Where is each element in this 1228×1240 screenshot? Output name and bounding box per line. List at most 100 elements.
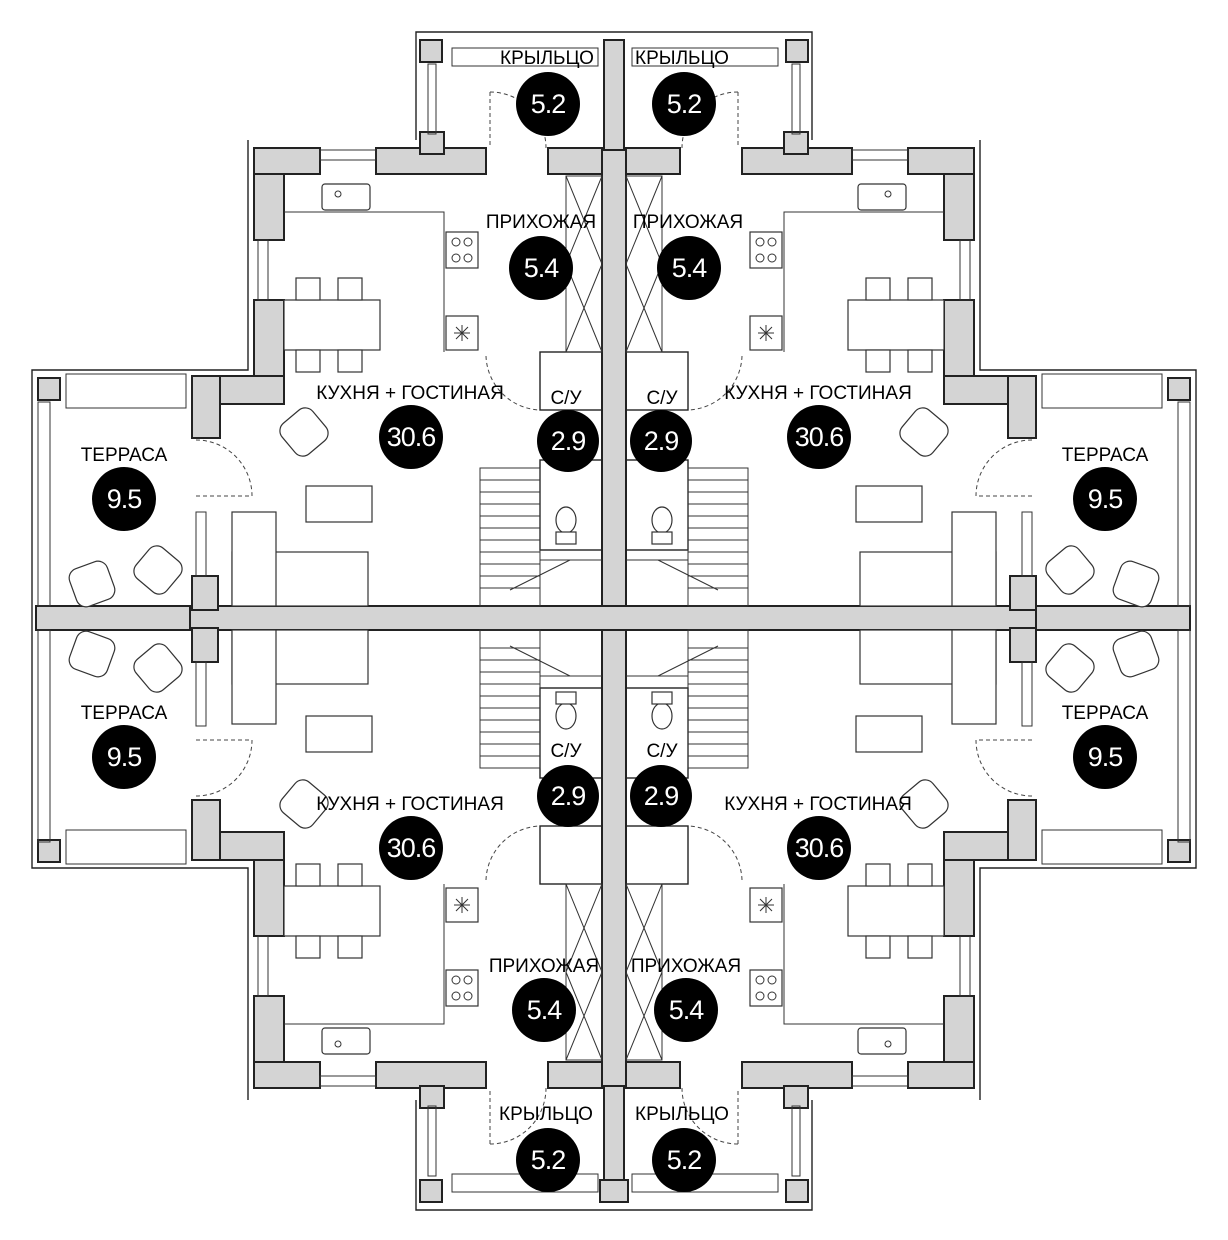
area-badge [787,816,851,880]
room-area: 30.6 [387,833,436,863]
room-wc-tl: С/У 2.9 [537,388,599,472]
sink-icon [321,183,371,211]
area-badge [652,1128,716,1192]
room-terrace-tl: ТЕРРАСА 9.5 [81,445,168,531]
area-badge [1073,467,1137,531]
area-badge [537,765,599,827]
room-name: ТЕРРАСА [1062,703,1149,724]
room-area: 9.5 [1088,484,1123,514]
room-hall-bl: ПРИХОЖАЯ 5.4 [489,956,599,1042]
stove-icon [749,969,783,1007]
room-area: 2.9 [644,781,679,811]
room-terrace-bl: ТЕРРАСА 9.5 [81,703,168,789]
furniture [68,211,1160,1025]
area-badge [654,978,718,1042]
room-hall-br: ПРИХОЖАЯ 5.4 [631,956,741,1042]
room-area: 2.9 [551,781,586,811]
room-area: 9.5 [107,742,142,772]
room-hall-tl: ПРИХОЖАЯ 5.4 [486,212,596,300]
room-kitchen-br: КУХНЯ + ГОСТИНАЯ 30.6 [724,794,912,880]
room-name: ТЕРРАСА [81,445,168,466]
room-area: 5.4 [524,253,560,283]
area-badge [787,405,851,469]
room-porch-tl: КРЫЛЬЦО 5.2 [500,48,594,136]
room-kitchen-tr: КУХНЯ + ГОСТИНАЯ 30.6 [724,383,912,469]
room-area: 30.6 [795,833,844,863]
room-porch-tr: КРЫЛЬЦО 5.2 [635,48,729,136]
room-name: С/У [646,741,678,762]
room-kitchen-tl: КУХНЯ + ГОСТИНАЯ 30.6 [316,383,504,469]
room-porch-br: КРЫЛЬЦО 5.2 [635,1104,729,1192]
room-area: 5.2 [531,1145,566,1175]
toilet-icon [555,506,577,545]
area-badge [516,72,580,136]
room-name: КРЫЛЬЦО [499,1104,593,1125]
room-name: КРЫЛЬЦО [635,48,729,69]
room-area: 5.4 [669,995,705,1025]
room-labels: КРЫЛЬЦО 5.2 КРЫЛЬЦО 5.2 КРЫЛЬЦО 5.2 КРЫЛ… [81,48,1149,1192]
room-name: КУХНЯ + ГОСТИНАЯ [724,383,912,404]
sink-icon [321,1027,371,1055]
area-badge [512,978,576,1042]
room-name: ПРИХОЖАЯ [486,212,596,233]
room-hall-tr: ПРИХОЖАЯ 5.4 [633,212,743,300]
room-area: 2.9 [644,426,679,456]
room-name: ПРИХОЖАЯ [631,956,741,977]
toilet-icon [651,691,673,730]
room-area: 5.4 [527,995,563,1025]
room-terrace-br: ТЕРРАСА 9.5 [1062,703,1149,789]
stove-icon [445,231,479,269]
room-name: С/У [550,741,582,762]
fridge-icon [445,315,479,351]
area-badge [92,467,156,531]
room-name: С/У [550,388,582,409]
toilet-icon [555,691,577,730]
room-area: 30.6 [795,422,844,452]
room-terrace-tr: ТЕРРАСА 9.5 [1062,445,1149,531]
room-name: ТЕРРАСА [81,703,168,724]
room-area: 2.9 [551,426,586,456]
room-name: КУХНЯ + ГОСТИНАЯ [316,794,504,815]
area-badge [1073,725,1137,789]
area-badge [657,236,721,300]
room-area: 9.5 [107,484,142,514]
area-badge [379,405,443,469]
area-badge [537,410,599,472]
room-name: КУХНЯ + ГОСТИНАЯ [724,794,912,815]
room-name: С/У [646,388,678,409]
fridge-icon [749,315,783,351]
room-area: 9.5 [1088,742,1123,772]
room-area: 5.2 [531,89,566,119]
walls [35,39,1191,1203]
room-name: ТЕРРАСА [1062,445,1149,466]
area-badge [509,236,573,300]
area-badge [630,410,692,472]
toilet-icon [651,506,673,545]
sink-icon [857,1027,907,1055]
area-badge [379,816,443,880]
windows [37,47,1191,1193]
room-area: 5.4 [672,253,708,283]
stairs [479,467,749,769]
area-badge [92,725,156,789]
room-area: 5.2 [667,89,702,119]
outer-outline [31,31,1197,1211]
room-name: КРЫЛЬЦО [635,1104,729,1125]
room-kitchen-bl: КУХНЯ + ГОСТИНАЯ 30.6 [316,794,504,880]
room-name: ПРИХОЖАЯ [633,212,743,233]
room-area: 5.2 [667,1145,702,1175]
stove-icon [749,231,783,269]
room-wc-br: С/У 2.9 [630,741,692,827]
fridge-icon [445,887,479,923]
room-area: 30.6 [387,422,436,452]
area-badge [652,72,716,136]
room-porch-bl: КРЫЛЬЦО 5.2 [499,1104,593,1192]
sink-icon [857,183,907,211]
fixtures [321,183,907,1055]
room-wc-tr: С/У 2.9 [630,388,692,472]
fridge-icon [749,887,783,923]
area-badge [630,765,692,827]
room-name: КУХНЯ + ГОСТИНАЯ [316,383,504,404]
stove-icon [445,969,479,1007]
